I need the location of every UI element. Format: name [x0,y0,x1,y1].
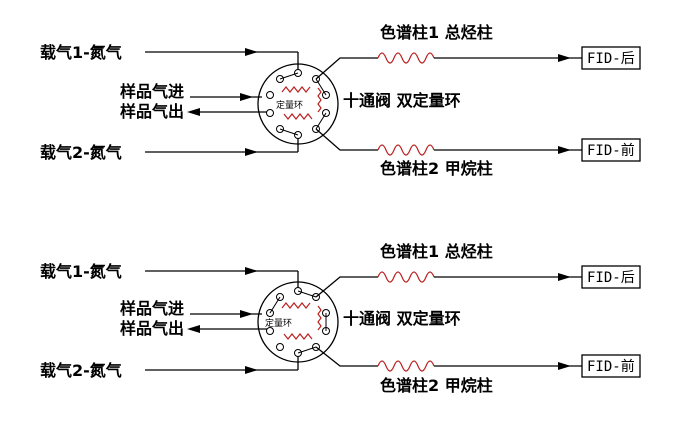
column2-label: 色谱柱2 甲烷柱 [380,376,493,395]
port [266,109,274,117]
internal-loop-2 [283,113,313,120]
carrier1-label: 载气1-氮气 [40,262,122,281]
column2-label: 色谱柱2 甲烷柱 [380,159,493,178]
loop-label: 定量环 [276,99,303,111]
internal-loop-1 [281,86,311,93]
carrier2-label: 载气2-氮气 [40,143,122,162]
column1-in [315,276,378,298]
fid-front-box [581,354,641,378]
carrier2-arrow [245,366,258,374]
fid-front-label: FID-前 [587,358,635,375]
port-link [297,346,317,354]
internal-loop-1 [281,302,311,309]
carrier1-arrow [245,48,258,56]
port-link [279,72,299,80]
port-link [315,78,327,96]
sample-out-arrow [187,108,200,116]
port [266,91,274,99]
sample-out-label: 样品气出 [120,102,184,121]
column2-in [315,128,378,151]
fid-front-label: FID-前 [587,142,635,159]
fid-back-box [581,265,641,289]
port-link [269,296,281,314]
carrier2-label: 载气2-氮气 [40,361,122,380]
fid-back-label: FID-后 [587,51,635,67]
column2-arrow [558,146,571,154]
column1-arrow [558,54,571,62]
column1-in [315,57,378,80]
fid-back-label: FID-后 [587,270,635,286]
port-link [315,112,327,130]
valve-body [257,63,339,145]
diagram-bottom: 载气1-氮气 样品气进 样品气出 载气2-氮气 十通阀 双定量环 色谱柱1 总烃… [40,242,641,395]
carrier1-arrow [245,267,258,275]
valve-label: 十通阀 双定量环 [343,309,461,328]
fid-back-box [581,46,641,70]
port [276,343,284,351]
sample-in-label: 样品气进 [120,82,184,101]
valve-body [257,281,339,363]
column1-arrow [558,273,571,281]
sample-in-arrow [240,93,253,101]
diagram-top: 载气1-氮气 样品气进 样品气出 载气2-氮气 十通阀 双定量环 色谱柱1 总烃… [40,23,641,178]
column1-coil [377,271,435,283]
port [266,327,274,335]
sample-in-label: 样品气进 [120,299,184,318]
sample-out-arrow [187,325,200,333]
column2-in [315,346,378,367]
internal-loop-3 [317,87,322,113]
sample-in-arrow [240,310,253,318]
carrier2-arrow [245,148,258,156]
internal-loop-2 [283,333,313,340]
column1-coil [377,52,435,64]
port-link [297,290,317,298]
port-link [279,128,299,136]
fid-front-box [581,138,641,162]
column1-label: 色谱柱1 总烃柱 [380,23,493,42]
loop-label: 定量环 [265,317,292,329]
sample-out-label: 样品气出 [120,319,184,338]
valve-label: 十通阀 双定量环 [343,91,461,110]
column2-coil [377,360,435,372]
column1-label: 色谱柱1 总烃柱 [380,242,493,261]
column2-arrow [558,362,571,370]
internal-loop-3 [317,305,322,331]
column2-coil [377,144,435,156]
carrier1-label: 载气1-氮气 [40,43,122,62]
